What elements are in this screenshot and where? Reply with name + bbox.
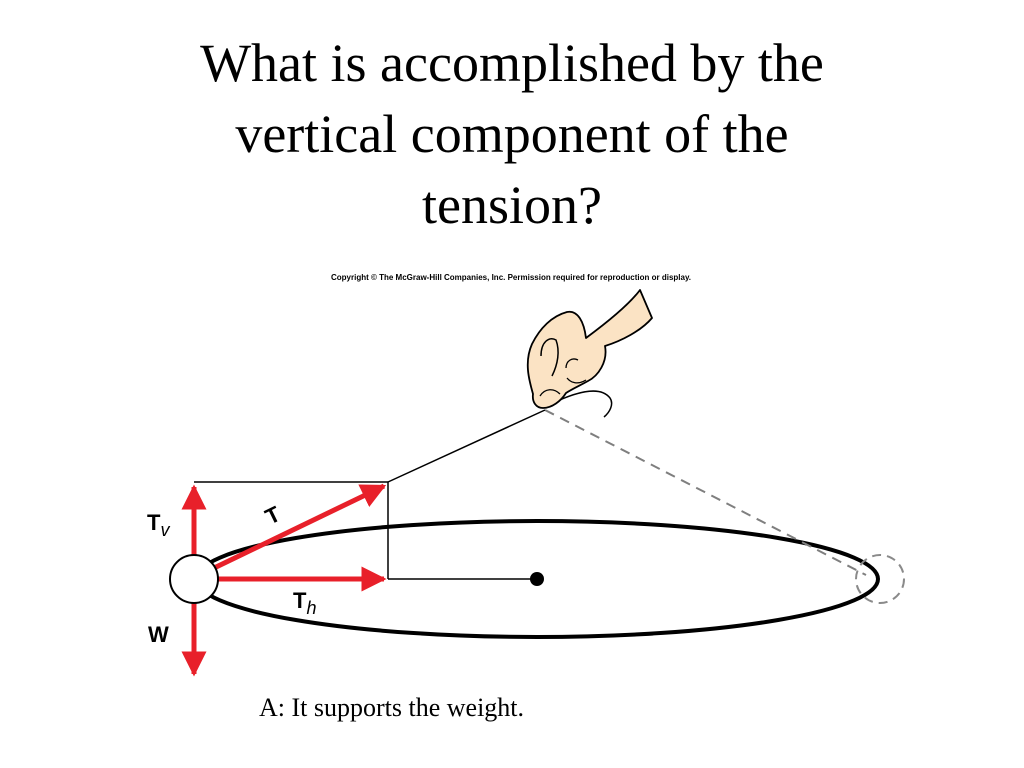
- ghost-ball: [855, 554, 905, 604]
- tension-vector: [210, 483, 387, 572]
- title-line-1: What is accomplished by the: [200, 33, 824, 93]
- answer-text: A: It supports the weight.: [259, 693, 525, 722]
- tension-horizontal-label: Th: [293, 588, 316, 618]
- tension-horizontal-label-sub: h: [306, 598, 316, 618]
- tension-vertical-label: Tv: [147, 510, 170, 540]
- tension-vertical-label-main: T: [147, 510, 161, 535]
- slide-title: What is accomplished by the vertical com…: [0, 28, 1024, 241]
- copyright-notice: Copyright © The McGraw-Hill Companies, I…: [331, 273, 692, 282]
- tension-label: T: [261, 501, 285, 530]
- string: [387, 409, 546, 483]
- tension-vertical-label-sub: v: [160, 520, 170, 540]
- hand-icon: [526, 289, 653, 409]
- title-line-3: tension?: [422, 175, 602, 235]
- dashed-string: [544, 409, 867, 576]
- string-tail: [548, 390, 613, 418]
- title-line-2: vertical component of the: [235, 104, 789, 164]
- tension-horizontal-label-main: T: [293, 588, 307, 613]
- ball: [169, 554, 219, 604]
- weight-label: W: [148, 622, 169, 647]
